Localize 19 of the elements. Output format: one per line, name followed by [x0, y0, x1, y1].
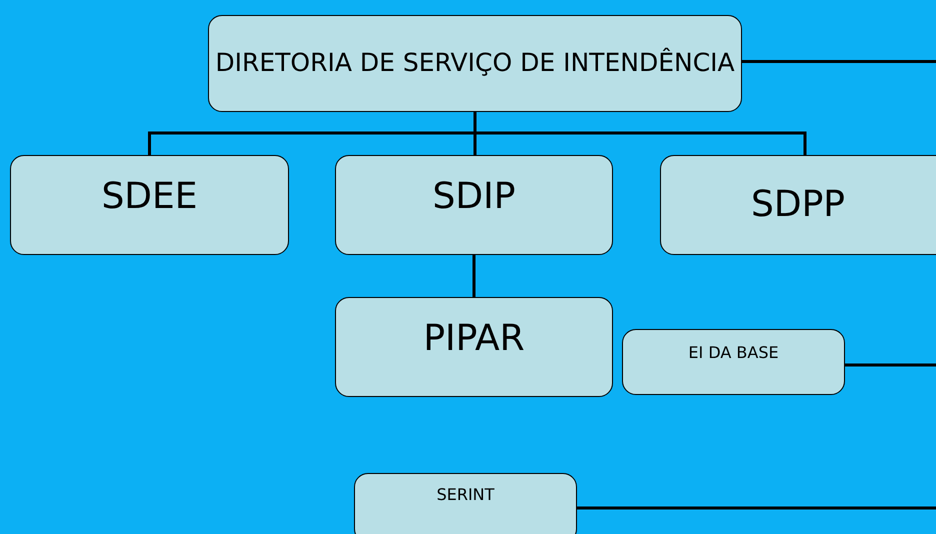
org-box [335, 297, 613, 397]
org-box [622, 329, 845, 395]
org-box [354, 473, 577, 534]
box-label: SDEE [101, 176, 198, 218]
connector-line [742, 60, 936, 63]
org-box [660, 155, 936, 255]
box-label: EI DA BASE [688, 344, 779, 362]
box-label: PIPAR [423, 318, 525, 360]
connector-line [472, 255, 476, 297]
box-label: SDPP [751, 184, 845, 226]
org-box [10, 155, 289, 255]
connector-line [474, 112, 806, 155]
org-box [208, 15, 742, 112]
box-label: SERINT [436, 486, 494, 504]
connector-line [577, 506, 936, 510]
connector-line [845, 364, 936, 366]
box-label: SDIP [432, 176, 516, 218]
box-label: DIRETORIA DE SERVIÇO DE INTENDÊNCIA [215, 49, 735, 78]
org-box [335, 155, 613, 255]
